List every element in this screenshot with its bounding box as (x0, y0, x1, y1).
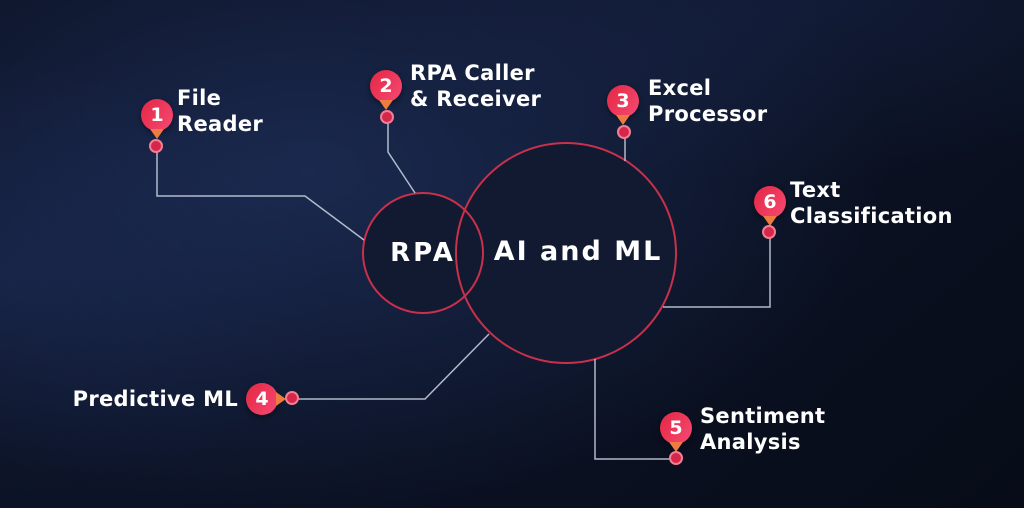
connector-4 (293, 333, 490, 400)
label-line: & Receiver (410, 87, 542, 111)
label-text-classification: Text Classification (790, 177, 953, 229)
label-excel-processor: Excel Processor (648, 75, 767, 127)
location-pin-2-icon: 2 (370, 70, 402, 102)
label-line: Excel (648, 76, 712, 100)
aiml-circle-fill (456, 143, 676, 363)
label-predictive-ml: Predictive ML (73, 386, 238, 412)
connector-1 (156, 146, 365, 241)
location-pin-6-icon: 6 (754, 186, 786, 218)
label-line: Analysis (700, 430, 801, 454)
label-line: RPA Caller (410, 61, 535, 85)
label-line: Reader (177, 112, 264, 136)
rpa-circle-fill (363, 193, 483, 313)
connector-6 (663, 233, 771, 308)
venn-circles (362, 142, 677, 364)
location-pin-5-icon: 5 (660, 412, 692, 444)
connector-dot-2 (380, 110, 394, 124)
pin-number: 1 (150, 103, 164, 126)
label-line: Classification (790, 204, 953, 228)
label-line: File (177, 86, 222, 110)
connector-lines (156, 118, 771, 460)
label-sentiment-analysis: Sentiment Analysis (700, 403, 825, 455)
aiml-circle-label: AI and ML (493, 236, 663, 267)
label-line: Predictive ML (72, 387, 238, 411)
aiml-circle-outline (455, 142, 677, 364)
rpa-circle-outline (362, 192, 484, 314)
connector-2 (387, 118, 416, 194)
location-pin-1-icon: 1 (141, 99, 173, 131)
label-file-reader: File Reader (177, 85, 263, 137)
connector-dot-3 (617, 125, 631, 139)
pin-number: 5 (669, 416, 683, 439)
connector-dot-1 (149, 139, 163, 153)
pin-number: 2 (379, 74, 393, 97)
connector-5 (594, 359, 677, 460)
location-pin-3-icon: 3 (607, 85, 639, 117)
connector-dot-4 (285, 391, 299, 405)
pin-number: 3 (616, 89, 630, 112)
pin-number: 4 (255, 387, 269, 410)
connector-dot-5 (669, 451, 683, 465)
rpa-circle-label: RPA (390, 238, 456, 268)
pin-number: 6 (763, 190, 777, 213)
location-pin-4-icon: 4 (246, 383, 278, 415)
label-rpa-caller-receiver: RPA Caller & Receiver (410, 60, 541, 112)
label-line: Sentiment (700, 404, 826, 428)
connector-dot-6 (762, 225, 776, 239)
label-line: Text (790, 178, 841, 202)
label-line: Processor (648, 102, 768, 126)
